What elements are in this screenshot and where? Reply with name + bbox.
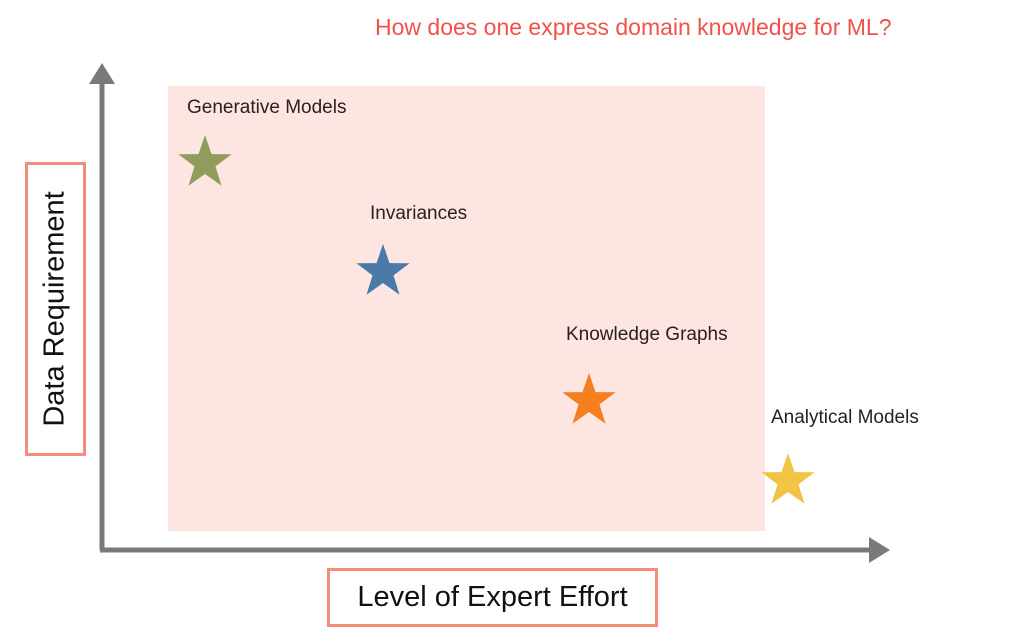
label-knowledge-graphs: Knowledge Graphs xyxy=(566,324,728,345)
star-icon-knowledge-graphs xyxy=(562,373,616,424)
star-icon-invariances xyxy=(356,244,410,295)
y-axis-label-box xyxy=(25,162,86,456)
label-invariances: Invariances xyxy=(370,203,468,224)
star-icon-analytical-models xyxy=(761,453,815,504)
label-generative-models: Generative Models xyxy=(187,97,347,118)
y-axis-arrow-icon xyxy=(89,63,115,84)
star-icon-generative-models xyxy=(178,135,232,186)
slide-title: How does one express domain knowledge fo… xyxy=(375,14,892,40)
x-axis-arrow-icon xyxy=(869,537,890,563)
y-axis-label: Data Requirement xyxy=(38,191,71,427)
x-axis-label-box: Level of Expert Effort xyxy=(327,568,658,627)
shaded-region xyxy=(168,86,765,531)
x-axis-label: Level of Expert Effort xyxy=(357,581,628,613)
label-analytical-models: Analytical Models xyxy=(771,407,919,428)
